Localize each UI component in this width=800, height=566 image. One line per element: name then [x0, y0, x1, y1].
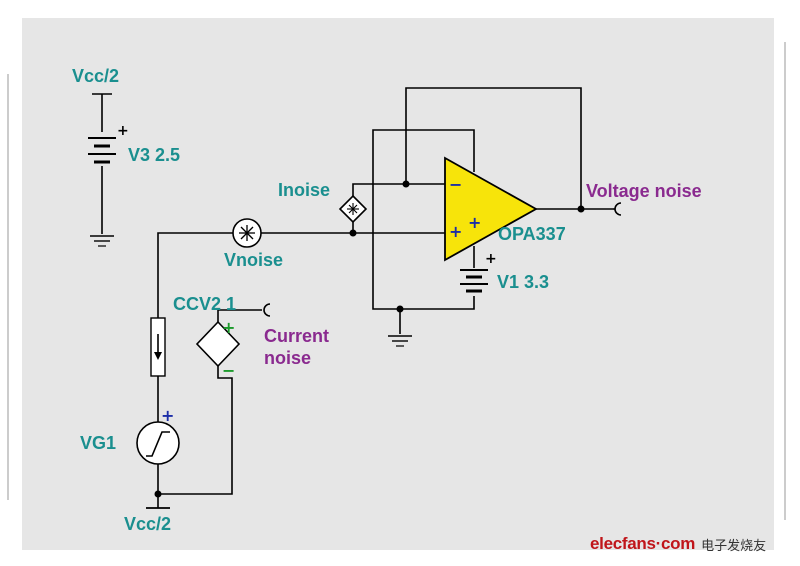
v3-source [88, 93, 116, 247]
vnoise-label: Vnoise [224, 250, 283, 270]
vcc-bottom-label: Vcc/2 [124, 514, 171, 534]
step-waveform-icon [146, 431, 170, 457]
current-probe-icon [263, 303, 271, 317]
opamp-minus-sign: − [449, 175, 462, 194]
vg1-label: VG1 [80, 433, 116, 453]
vnoise-source-icon [232, 218, 262, 248]
ccv-bottom-wire [158, 366, 233, 495]
current-noise-label-1: Current [264, 326, 329, 346]
v3-plus-sign: + [117, 123, 129, 139]
inoise-to-minus-wire [352, 183, 445, 196]
ground-icon [90, 235, 114, 247]
feedback-wire-outer [405, 87, 582, 209]
ccv-minus-sign: − [222, 361, 235, 380]
voltage-noise-label: Voltage noise [586, 181, 702, 201]
current-noise-label-2: noise [264, 348, 311, 368]
supply-top-wire [372, 129, 475, 233]
supply-bottom-wire [372, 233, 475, 310]
junction-dot [396, 305, 404, 313]
watermark: elecfans·com 电子发烧友 [590, 530, 795, 558]
opamp-plus-sign-inner: + [468, 213, 481, 232]
ccv-plus-sign: + [222, 318, 235, 337]
watermark-brand: elecfans·com [590, 534, 696, 553]
inoise-label: Inoise [278, 180, 330, 200]
ccv-label: CCV2 1 [173, 294, 236, 314]
v1-source [460, 246, 488, 293]
ground-icon [388, 335, 412, 347]
opamp-triangle [444, 156, 538, 262]
ccv-top-wire [217, 309, 262, 322]
v1-label: V1 3.3 [497, 272, 549, 292]
watermark-cn: 电子发烧友 [701, 538, 767, 554]
current-arrow-head-icon [154, 352, 162, 360]
opamp-plus-sign: + [449, 222, 462, 241]
junction-dot [349, 229, 357, 237]
junction-dot [402, 180, 410, 188]
vg1-plus-sign: + [161, 406, 174, 425]
background-panel [22, 18, 774, 550]
vcc-top-label: Vcc/2 [72, 66, 119, 86]
v1-plus-sign: + [485, 251, 497, 267]
v3-label: V3 2.5 [128, 145, 180, 165]
opamp-label: OPA337 [498, 224, 566, 244]
